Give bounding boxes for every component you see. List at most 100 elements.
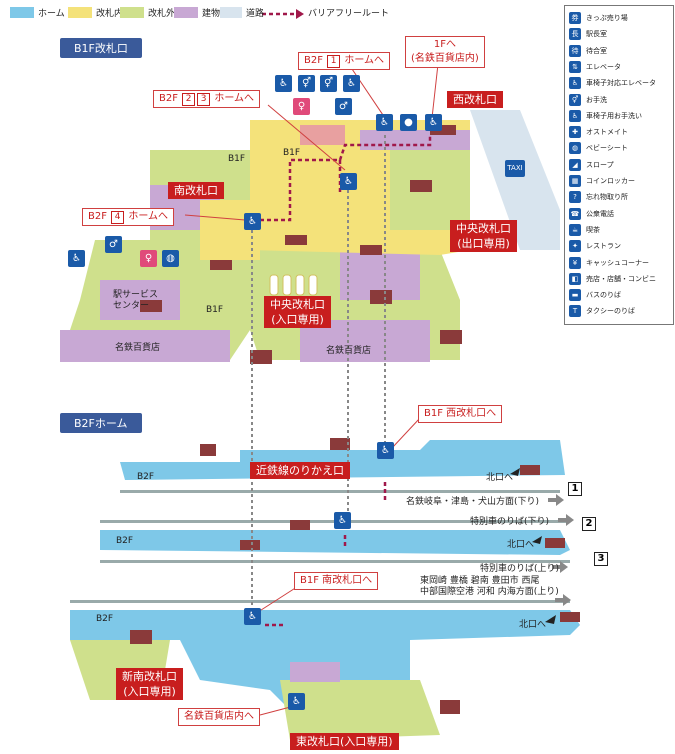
ostomate-icon: ✚: [569, 126, 581, 139]
gate-central-exit: 中央改札口(出口専用): [450, 220, 517, 252]
building: [60, 330, 230, 362]
lost-found-icon: ?: [569, 191, 581, 204]
callout-b2f-1: B2F 1 ホームへ: [298, 52, 391, 70]
toilet-block: [300, 125, 345, 145]
facility-legend-item: ▬バスのりば: [569, 289, 621, 302]
track-number-3: 3: [594, 552, 608, 566]
facility-legend-item: ¥ キャッシュコーナー: [569, 256, 649, 269]
gate-east: 東改札口(入口専用): [290, 733, 399, 750]
legend-road: 道路: [220, 4, 264, 20]
facility-legend-item: ⚥お手洗: [569, 93, 607, 106]
legend-building: 建物: [174, 4, 220, 20]
wheelchair-elevator-icon: ♿: [425, 114, 442, 131]
male-toilet-icon: ♂: [105, 236, 122, 253]
baby-seat-icon: ◍: [569, 142, 581, 155]
facility-legend-label: 喫茶: [586, 225, 600, 234]
female-toilet-icon: ♀: [293, 98, 310, 115]
slope-icon: ◢: [569, 158, 581, 171]
track-4-line: [70, 600, 570, 603]
floor-label: B1F: [228, 154, 246, 164]
wheelchair-elevator-icon: ♿: [376, 114, 393, 131]
elevator-icon: ⇅: [569, 60, 581, 73]
platform-1: [120, 440, 565, 480]
restaurant-icon: ✦: [569, 240, 581, 253]
track-number-2: 2: [582, 517, 596, 531]
facility-legend-label: キャッシュコーナー: [586, 258, 649, 267]
facility-legend-panel: 券きっぷ売り場長駅長室待待合室⇅エレベータ♿車椅子対応エレベータ⚥お手洗♿車椅子…: [564, 5, 674, 325]
stairs-group: [130, 438, 580, 714]
track-3-line: [100, 560, 570, 563]
wheelchair-elevator-icon: ♿: [244, 213, 261, 230]
facility-legend-label: 車椅子対応エレベータ: [586, 79, 656, 88]
facility-legend-label: 待合室: [586, 46, 607, 55]
wheelchair-elevator-icon: ♿: [569, 77, 581, 90]
facility-legend-label: レストラン: [586, 242, 621, 251]
taxi-icon: TAXI: [505, 160, 525, 177]
gate-kintetsu: 近鉄線のりかえ口: [250, 462, 350, 479]
cafe-icon: ☕: [569, 223, 581, 236]
facility-legend-item: ✚オストメイト: [569, 126, 628, 139]
wheelchair-toilet-icon: ♿: [569, 109, 581, 122]
wheelchair-elevator-icon: ♿: [244, 608, 261, 625]
callout-dept-1f: 1Fへ(名鉄百貨店内): [405, 36, 485, 68]
facility-legend-item: ✦ レストラン: [569, 240, 621, 253]
facility-legend-item: ◧ 売店・店舗・コンビニ: [569, 272, 656, 285]
facility-legend-item: ☕ 喫茶: [569, 223, 600, 236]
station-master-icon: ●: [400, 114, 417, 131]
facility-legend-item: ? 忘れ物取り所: [569, 191, 628, 204]
facility-legend-label: スロープ: [586, 160, 614, 169]
platform-2-3: [100, 530, 570, 555]
north-exit-label: 北口へ: [486, 473, 514, 483]
dept-store-label: 名鉄百貨店: [115, 343, 161, 353]
waiting-room-icon: 待: [569, 44, 581, 57]
building: [290, 662, 340, 682]
north-exit-label: 北口へ: [507, 540, 535, 550]
facility-legend-label: 忘れ物取り所: [586, 193, 628, 202]
wheelchair-elevator-icon: ♿: [288, 693, 305, 710]
legend-route: バリアフリールート: [308, 8, 390, 19]
facility-legend-label: 車椅子用お手洗い: [586, 111, 642, 120]
gate-south: 南改札口: [168, 182, 224, 199]
facility-legend-item: ☎公衆電話: [569, 207, 614, 220]
elevator-guides: [251, 135, 386, 608]
facility-legend-item: 長駅長室: [569, 28, 607, 41]
facility-legend-label: きっぷ売り場: [586, 14, 628, 22]
building: [300, 320, 430, 362]
callout-west-b1f: B1F 西改札口へ: [418, 405, 503, 423]
legend-unpaid: 改札外: [120, 4, 175, 20]
gate-central-entry: 中央改札口(入口専用): [264, 296, 331, 328]
track-1-destination: 名鉄岐阜・津島・犬山方面(下り): [406, 497, 540, 507]
baby-seat-icon: ◍: [162, 250, 179, 267]
dept-store-label: 名鉄百貨店: [326, 346, 372, 356]
facility-legend-label: 公衆電話: [586, 209, 614, 218]
facility-legend-item: ⇅ エレベータ: [569, 60, 621, 73]
shop-icon: ◧: [569, 272, 581, 285]
north-exit-arrows: [510, 468, 556, 624]
legend-paid: 改札内: [68, 4, 123, 20]
callout-dept-store-in: 名鉄百貨店内へ: [178, 708, 260, 726]
facility-legend-item: ♿ 車椅子用お手洗い: [569, 109, 642, 122]
north-exit-label: 北口へ: [519, 620, 547, 630]
facility-legend-item: ◍ベビーシート: [569, 142, 628, 155]
track-3-up-destination: 東岡崎 豊橋 碧南 豊田市 西尾中部国際空港 河和 内海方面(上り): [420, 576, 559, 597]
toilet-icon: ⚥: [298, 75, 315, 92]
taxi-icon: T: [569, 305, 581, 318]
facility-legend-label: お手洗: [586, 95, 607, 104]
track-number-1: 1: [568, 482, 582, 496]
building: [340, 250, 420, 300]
facility-legend-item: ♿ 車椅子対応エレベータ: [569, 77, 656, 90]
callout-south-b1f: B1F 南改札口へ: [294, 572, 379, 590]
facility-legend-item: ◢ スロープ: [569, 158, 614, 171]
stairs-group: [140, 125, 462, 364]
station-master-icon: 長: [569, 28, 581, 41]
facility-legend-label: 駅長室: [586, 30, 607, 39]
facility-legend-label: エレベータ: [586, 62, 621, 71]
floor-label: B2F: [137, 472, 155, 482]
legend-home: ホーム: [10, 4, 65, 20]
outside-area: [280, 680, 440, 740]
facility-legend-label: 売店・店舗・コンビニ: [586, 274, 656, 283]
atm-icon: ¥: [569, 256, 581, 269]
section-b1f: B1F改札口: [60, 38, 142, 58]
